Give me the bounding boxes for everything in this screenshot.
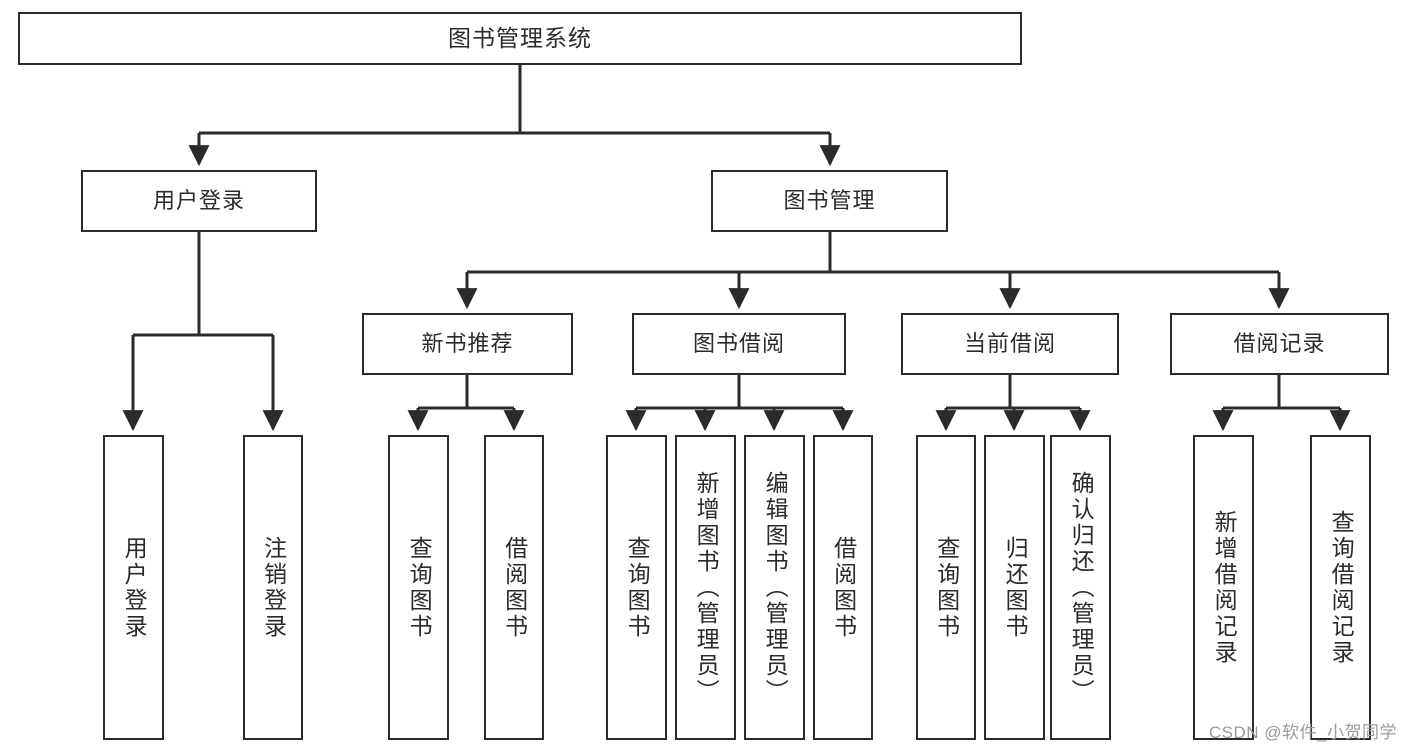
- node-leaf-query-record-label: 查询借阅记录: [1328, 509, 1355, 666]
- node-leaf-query-book-3[interactable]: 查询图书: [916, 435, 976, 740]
- node-current-borrow[interactable]: 当前借阅: [901, 313, 1119, 375]
- node-leaf-add-book[interactable]: 新增图书（管理员）: [675, 435, 736, 740]
- node-current-borrow-label: 当前借阅: [963, 331, 1056, 357]
- node-borrow-record[interactable]: 借阅记录: [1170, 313, 1389, 375]
- node-root[interactable]: 图书管理系统: [18, 12, 1022, 65]
- node-leaf-query-book-2[interactable]: 查询图书: [606, 435, 667, 740]
- node-leaf-user-login[interactable]: 用户登录: [103, 435, 164, 740]
- node-user-login-label: 用户登录: [152, 188, 245, 214]
- node-leaf-return-book-label: 归还图书: [1002, 535, 1029, 640]
- node-root-label: 图书管理系统: [448, 25, 592, 52]
- node-leaf-borrow-book-2-label: 借阅图书: [830, 535, 857, 640]
- node-leaf-query-book-2-label: 查询图书: [624, 535, 651, 640]
- node-leaf-query-book-1-label: 查询图书: [406, 535, 433, 640]
- node-user-login[interactable]: 用户登录: [81, 170, 317, 232]
- node-book-borrow-label: 图书借阅: [692, 331, 785, 357]
- node-leaf-edit-book[interactable]: 编辑图书（管理员）: [744, 435, 805, 740]
- node-leaf-borrow-book-2[interactable]: 借阅图书: [813, 435, 873, 740]
- node-leaf-query-book-1[interactable]: 查询图书: [388, 435, 449, 740]
- node-leaf-confirm-return[interactable]: 确认归还（管理员）: [1050, 435, 1111, 740]
- node-book-manage-label: 图书管理: [783, 188, 876, 214]
- node-book-manage[interactable]: 图书管理: [711, 170, 948, 232]
- node-book-borrow[interactable]: 图书借阅: [632, 313, 846, 375]
- node-leaf-borrow-book-1[interactable]: 借阅图书: [484, 435, 544, 740]
- node-leaf-logout-login-label: 注销登录: [260, 535, 287, 640]
- node-leaf-return-book[interactable]: 归还图书: [984, 435, 1045, 740]
- node-leaf-add-book-label: 新增图书（管理员）: [693, 470, 720, 705]
- node-leaf-query-book-3-label: 查询图书: [933, 535, 960, 640]
- node-leaf-add-record[interactable]: 新增借阅记录: [1193, 435, 1254, 740]
- csdn-watermark: CSDN @软件_小贺同学: [1208, 723, 1397, 742]
- node-new-book-recommend[interactable]: 新书推荐: [362, 313, 573, 375]
- node-leaf-add-record-label: 新增借阅记录: [1211, 509, 1238, 666]
- node-leaf-borrow-book-1-label: 借阅图书: [501, 535, 528, 640]
- node-leaf-edit-book-label: 编辑图书（管理员）: [762, 470, 789, 705]
- node-new-book-recommend-label: 新书推荐: [421, 331, 514, 357]
- node-leaf-query-record[interactable]: 查询借阅记录: [1310, 435, 1371, 740]
- node-leaf-confirm-return-label: 确认归还（管理员）: [1068, 470, 1095, 705]
- node-leaf-user-login-label: 用户登录: [121, 535, 148, 640]
- node-leaf-logout-login[interactable]: 注销登录: [243, 435, 303, 740]
- node-borrow-record-label: 借阅记录: [1233, 331, 1326, 357]
